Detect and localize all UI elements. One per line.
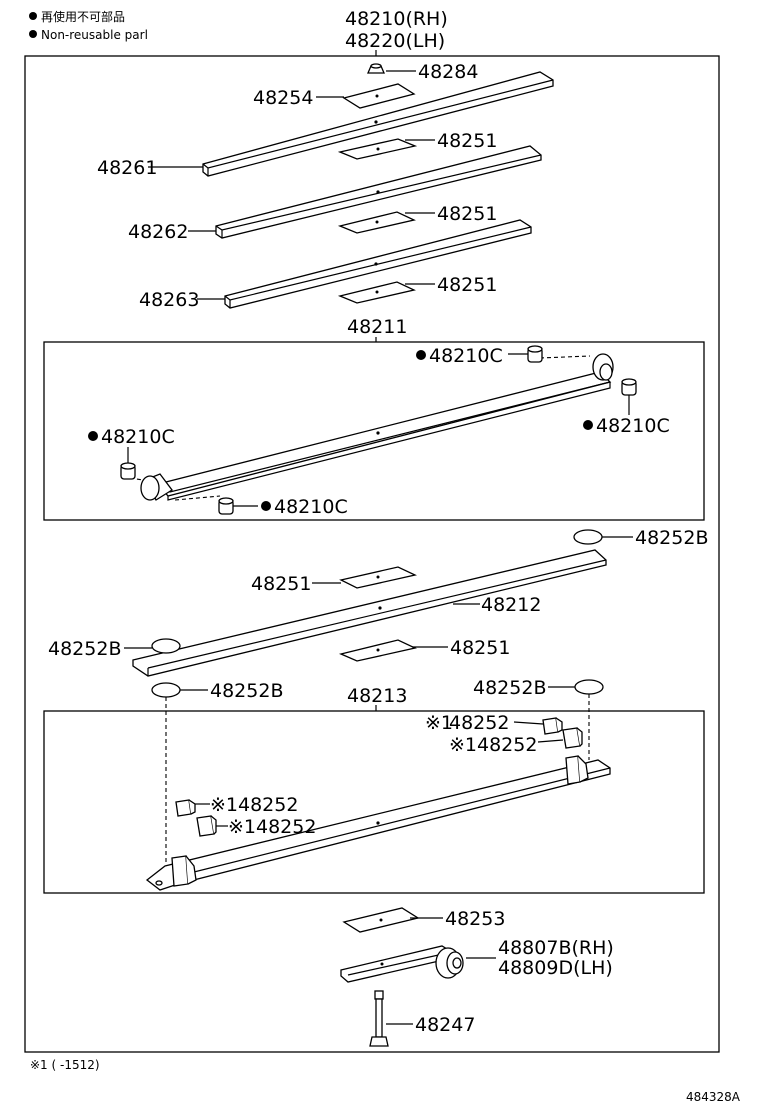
leaf-48262	[215, 145, 542, 239]
label-48251: 48251	[437, 203, 497, 225]
label-48262: 48262	[128, 221, 188, 243]
pad-48252b	[151, 638, 181, 654]
assembly-number-rh: 48210(RH)	[345, 8, 448, 30]
subassembly-box-48213	[43, 710, 705, 894]
label-48251: 48251	[450, 637, 510, 659]
shackle-48807b	[340, 945, 464, 983]
subassembly-box-48211	[43, 341, 705, 521]
clip-48252	[565, 755, 589, 785]
label-48210c: 48210C	[101, 426, 175, 448]
pad-48252b	[573, 529, 603, 545]
pad-48254	[342, 83, 416, 109]
leaf-48212	[132, 549, 607, 677]
leaf-48261	[202, 71, 554, 177]
clip-48252	[562, 727, 583, 749]
label-48263: 48263	[139, 289, 199, 311]
label-48252-mark: ※1	[210, 794, 238, 816]
label-48252b: 48252B	[210, 680, 283, 702]
label-48252: 48252	[449, 712, 509, 734]
label-48252b: 48252B	[635, 527, 708, 549]
label-48252: 48252	[238, 794, 298, 816]
label-48210c: 48210C	[596, 415, 670, 437]
label-48254: 48254	[253, 87, 313, 109]
label-48210c: 48210C	[274, 496, 348, 518]
clip-48252	[542, 717, 563, 735]
label-48247: 48247	[415, 1014, 475, 1036]
leaf-48263	[224, 219, 532, 309]
label-48252b: 48252B	[48, 638, 121, 660]
non-reusable-dot-icon	[416, 350, 426, 360]
label-48284: 48284	[418, 61, 478, 83]
label-48251: 48251	[437, 130, 497, 152]
legend-en: Non-reusable parl	[41, 28, 148, 42]
label-48807b-rh: 48807B(RH)	[498, 937, 614, 959]
assembly-frame	[24, 55, 720, 1053]
label-48251: 48251	[437, 274, 497, 296]
clip-48252	[196, 815, 217, 837]
pad-48252b	[151, 682, 181, 698]
bolt-48247	[369, 990, 389, 1047]
non-reusable-dot-icon	[29, 12, 37, 20]
footnote: ※1 ( -1512)	[30, 1058, 100, 1072]
bushing-48210c	[621, 378, 637, 396]
label-48251: 48251	[251, 573, 311, 595]
label-48252: 48252	[256, 816, 316, 838]
clip-48252	[175, 799, 196, 817]
non-reusable-dot-icon	[88, 431, 98, 441]
bushing-48210c	[120, 462, 136, 480]
label-48252-mark: ※1	[449, 734, 477, 756]
bushing-48210c	[527, 345, 543, 363]
main-leaf-48211	[140, 353, 614, 501]
bushing-48210c	[218, 497, 234, 515]
non-reusable-dot-icon	[583, 420, 593, 430]
label-48252b: 48252B	[473, 677, 546, 699]
label-48252-mark: ※1	[425, 712, 453, 734]
figure-id: 484328A	[686, 1090, 741, 1104]
label-48809d-lh: 48809D(LH)	[498, 957, 613, 979]
pad-48252b	[574, 679, 604, 695]
legend-jp: 再使用不可部品	[41, 9, 125, 24]
label-48252: 48252	[477, 734, 537, 756]
non-reusable-dot-icon	[261, 501, 271, 511]
non-reusable-dot-icon	[29, 30, 37, 38]
label-48252-mark: ※1	[228, 816, 256, 838]
label-48212: 48212	[481, 594, 541, 616]
leaf-48213	[145, 759, 611, 891]
label-48253: 48253	[445, 908, 505, 930]
label-48211: 48211	[347, 316, 407, 338]
label-48213: 48213	[347, 685, 407, 707]
nut-48284	[367, 63, 385, 74]
clip-48252	[171, 855, 197, 887]
assembly-number-lh: 48220(LH)	[345, 30, 445, 52]
label-48210c: 48210C	[429, 345, 503, 367]
label-48261: 48261	[97, 157, 157, 179]
